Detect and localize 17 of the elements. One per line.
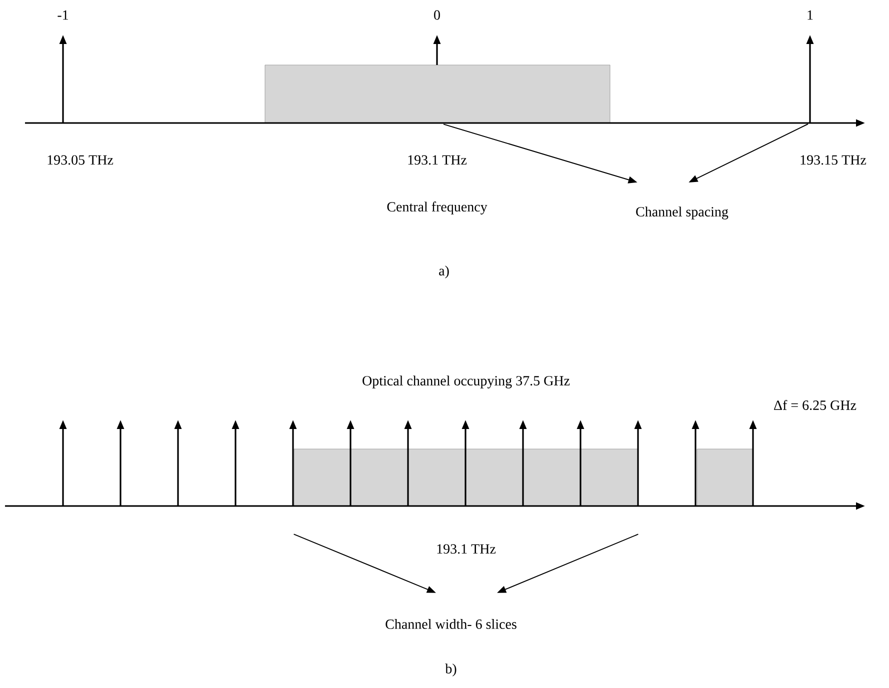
spacing-label: Δf = 6.25 GHz — [774, 400, 856, 410]
tick-label: -1 — [58, 10, 68, 20]
annotation-text: Central frequency — [387, 202, 488, 214]
spectrum-block — [264, 64, 610, 124]
tick-label: 1 — [808, 10, 813, 20]
frequency-label: 193.1 THz — [437, 544, 496, 554]
tick-label: 0 — [434, 10, 440, 20]
panel-label: a) — [439, 266, 449, 278]
frequency-label: 193.05 THz — [48, 155, 114, 165]
frequency-label: 193.1 THz — [408, 155, 467, 165]
frequency-label: 193.15 THz — [800, 155, 866, 165]
annotation-text: Channel spacing — [636, 206, 728, 220]
panel-label: b) — [445, 664, 456, 676]
spectrum-block — [294, 448, 638, 506]
annotation-text: Channel width- 6 slices — [386, 619, 516, 629]
annotation-text: Optical channel occupying 37.5 GHz — [362, 376, 570, 388]
spectrum-block — [696, 448, 754, 506]
